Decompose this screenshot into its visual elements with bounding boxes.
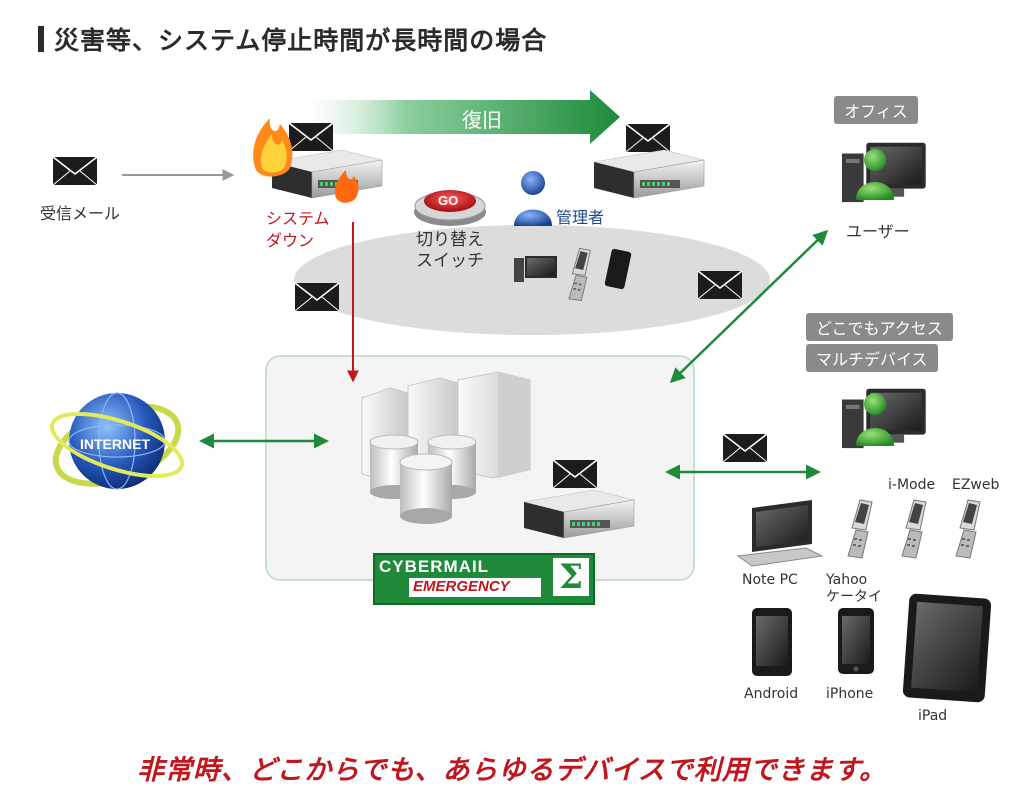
device-label-iphone: iPhone [826,686,874,702]
device-label-ipad: iPad [918,708,948,724]
admin-label: 管理者 [556,208,605,227]
down-server-icon [253,118,383,203]
mail-icon [52,156,98,186]
recovery-label: 復旧 [462,108,502,132]
device-label-notepc: Note PC [742,572,798,588]
sigma-logo: Σ [553,558,589,596]
mail-icon [552,459,598,489]
remote-user-icon [841,388,926,449]
office-user-icon [841,142,926,203]
iphone-icon [838,608,874,674]
footer-message: 非常時、どこからでも、あらゆるデバイスで利用できます。 [136,755,888,786]
mail-icon [697,270,743,300]
page-heading: 災害等、システム停止時間が長時間の場合 [38,24,548,55]
office-tag: オフィス [834,96,918,124]
banner-line2: EMERGENCY [413,578,510,595]
mail-icon [722,433,768,463]
mail-icon [625,123,671,153]
heading-bar [38,26,44,52]
device-label-imode: i-Mode [888,477,936,493]
ezweb-phone-icon [955,499,981,559]
multi-device-tag: マルチデバイス [806,344,938,372]
recovery-arrow [290,90,620,144]
go-switch-icon [414,190,486,226]
mail-icon [294,282,340,312]
ipad-icon [902,593,992,703]
imode-phone-icon [901,499,927,559]
internet-label: INTERNET [80,436,150,452]
banner-line1: CYBERMAIL [379,557,490,576]
admin-devices-icon [514,247,632,302]
office-arrow [669,229,829,384]
user-label: ユーザー [846,222,910,241]
admin-person-icon [514,171,552,226]
recovered-server-icon [593,149,705,199]
admin-area [294,225,770,335]
device-label-yahoo: Yahoo ケータイ [826,572,882,605]
go-button-label: GO [438,193,459,208]
incoming-mail-label: 受信メール [40,204,121,223]
system-down-label: システム ダウン [266,209,330,250]
internet-globe-icon [49,392,185,490]
device-label-ezweb: EZweb [952,477,1000,493]
access-tag: どこでもアクセス [806,313,953,341]
cybermail-emergency-banner: CYBERMAIL EMERGENCY Σ [373,553,595,605]
device-label-android: Android [744,686,799,702]
yahoo-phone-icon [847,499,873,559]
page-title: 災害等、システム停止時間が長時間の場合 [54,26,548,55]
banner-line2-box: EMERGENCY [409,578,541,597]
notepc-icon [736,500,824,567]
switch-label: 切り替え スイッチ [416,230,484,271]
android-icon [752,608,792,676]
mail-icon [288,122,334,152]
server-cluster-icon [361,371,531,524]
